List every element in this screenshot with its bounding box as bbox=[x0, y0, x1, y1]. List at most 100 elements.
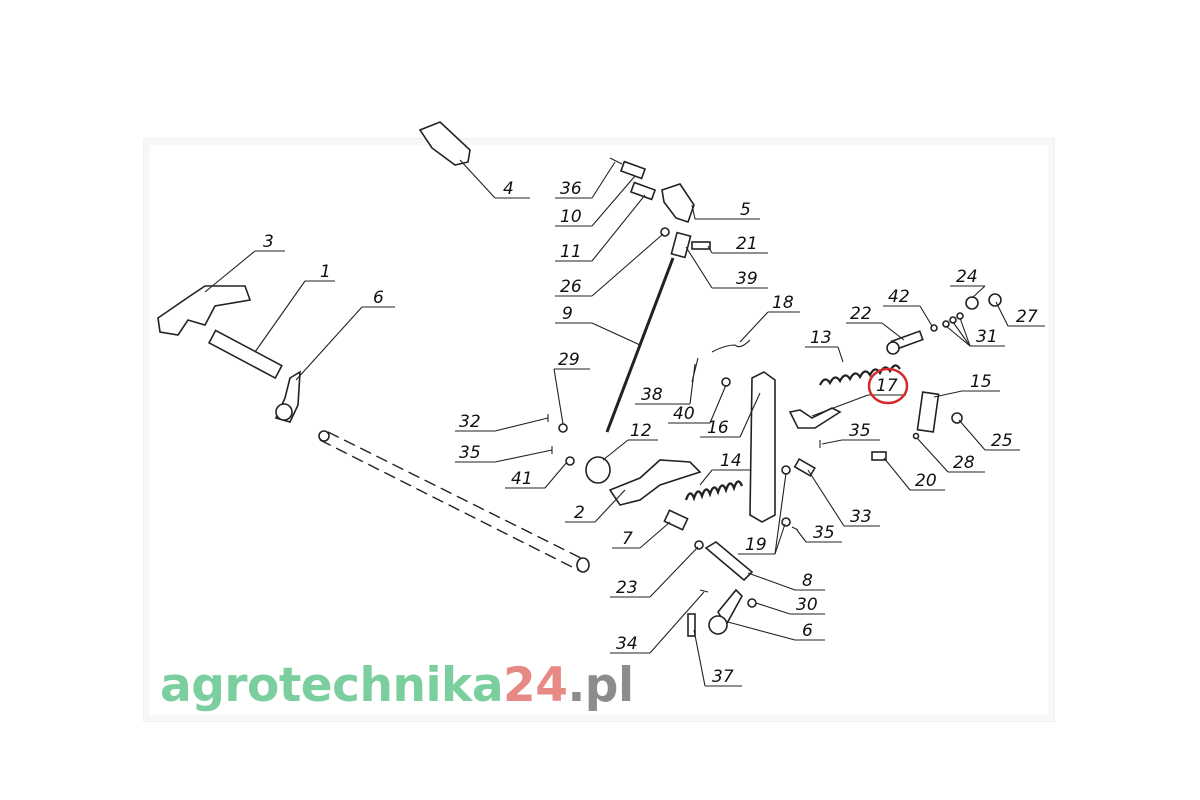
part-label-5: 5 bbox=[740, 200, 751, 220]
part-label-2: 2 bbox=[574, 503, 585, 523]
leader-line bbox=[649, 546, 699, 598]
part-35-pin bbox=[791, 526, 799, 531]
part-label-8: 8 bbox=[802, 571, 813, 591]
part-10-pin bbox=[619, 160, 647, 180]
part-label-35: 35 bbox=[813, 523, 835, 543]
leader-line bbox=[952, 321, 971, 347]
watermark: agrotechnika24.pl bbox=[160, 660, 634, 712]
part-label-29: 29 bbox=[558, 350, 580, 370]
shaft-end bbox=[576, 557, 590, 573]
part-18-clip bbox=[711, 339, 751, 353]
leader-line bbox=[916, 437, 949, 473]
part-label-19: 19 bbox=[745, 535, 767, 555]
part-label-16: 16 bbox=[707, 418, 729, 438]
part-4-bracket bbox=[418, 121, 471, 166]
part-16-bar bbox=[749, 371, 776, 523]
part-label-13: 13 bbox=[810, 328, 832, 348]
long-shaft-hidden bbox=[319, 431, 586, 571]
leader-line bbox=[933, 390, 963, 398]
leader-line bbox=[649, 591, 705, 654]
leader-line bbox=[639, 521, 671, 549]
part-label-31: 31 bbox=[976, 327, 998, 347]
leader-line bbox=[707, 245, 713, 254]
part-27-nut bbox=[988, 293, 1002, 307]
part-31-washer bbox=[949, 316, 957, 324]
part-label-9: 9 bbox=[562, 304, 573, 324]
leader-line bbox=[727, 621, 796, 641]
part-label-12: 12 bbox=[630, 421, 652, 441]
leader-line bbox=[254, 280, 306, 353]
leader-line bbox=[591, 322, 641, 346]
leader-line bbox=[591, 175, 636, 227]
part-label-41: 41 bbox=[511, 469, 533, 489]
leader-line bbox=[295, 306, 363, 381]
watermark-text: agrotechnika bbox=[160, 658, 504, 713]
part-19-washer bbox=[781, 517, 791, 527]
part-label-22: 22 bbox=[850, 304, 872, 324]
part-19-washer bbox=[781, 465, 791, 475]
part-label-6: 6 bbox=[802, 621, 813, 641]
leader-line bbox=[821, 439, 843, 445]
leader-line bbox=[494, 417, 549, 432]
leader-line bbox=[919, 305, 933, 327]
part-label-27: 27 bbox=[1016, 307, 1038, 327]
leader-line bbox=[747, 572, 796, 591]
part-42-washer bbox=[930, 324, 938, 332]
part-label-28: 28 bbox=[953, 453, 975, 473]
leader-line bbox=[494, 449, 553, 463]
part-1-shaft bbox=[207, 329, 283, 380]
diagram-frame bbox=[143, 138, 1055, 722]
part-label-15: 15 bbox=[970, 372, 992, 392]
part-14-spring bbox=[684, 480, 744, 502]
leader-line bbox=[796, 529, 807, 543]
part-label-40: 40 bbox=[673, 404, 695, 424]
part-41-washer bbox=[565, 456, 575, 466]
highlight-circle-part-17 bbox=[867, 367, 909, 405]
part-label-20: 20 bbox=[915, 471, 937, 491]
part-label-35: 35 bbox=[849, 421, 871, 441]
part-label-21: 21 bbox=[736, 234, 758, 254]
part-label-18: 18 bbox=[772, 293, 794, 313]
leader-line bbox=[811, 394, 869, 417]
leader-line bbox=[995, 301, 1009, 327]
leader-line bbox=[774, 523, 786, 555]
watermark-number: 24 bbox=[503, 658, 568, 713]
part-7-bushing bbox=[663, 509, 689, 531]
part-21-pin bbox=[691, 241, 711, 250]
part-label-26: 26 bbox=[560, 277, 582, 297]
leader-line bbox=[689, 363, 696, 405]
leader-line bbox=[883, 457, 911, 491]
part-39-clevis bbox=[670, 231, 692, 259]
part-label-7: 7 bbox=[622, 529, 633, 549]
part-label-11: 11 bbox=[560, 242, 582, 262]
leader-line bbox=[693, 629, 706, 687]
part-label-33: 33 bbox=[850, 507, 872, 527]
part-40-nut bbox=[721, 377, 731, 387]
part-28-washer bbox=[912, 432, 920, 440]
leader-line bbox=[709, 384, 727, 424]
leader-line bbox=[739, 392, 761, 438]
leader-line bbox=[602, 439, 629, 461]
part-label-35: 35 bbox=[459, 443, 481, 463]
part-34-pin bbox=[699, 589, 709, 593]
part-11-pin bbox=[629, 181, 657, 201]
leader-line bbox=[837, 346, 844, 363]
leader-line bbox=[553, 368, 564, 425]
part-label-17: 17 bbox=[876, 376, 898, 396]
part-label-14: 14 bbox=[720, 451, 742, 471]
part-label-4: 4 bbox=[503, 179, 514, 199]
part-label-10: 10 bbox=[560, 207, 582, 227]
part-label-34: 34 bbox=[616, 634, 638, 654]
part-label-3: 3 bbox=[263, 232, 274, 252]
leader-line bbox=[591, 161, 616, 199]
part-15-plate bbox=[916, 391, 940, 433]
leader-line bbox=[544, 461, 568, 489]
leader-line bbox=[204, 250, 256, 293]
part-12-bushing bbox=[585, 456, 611, 484]
leader-line bbox=[699, 469, 713, 486]
leader-line bbox=[755, 602, 791, 615]
part-8-arm bbox=[704, 541, 754, 582]
leader-line bbox=[591, 194, 646, 262]
leader-line bbox=[958, 419, 986, 451]
